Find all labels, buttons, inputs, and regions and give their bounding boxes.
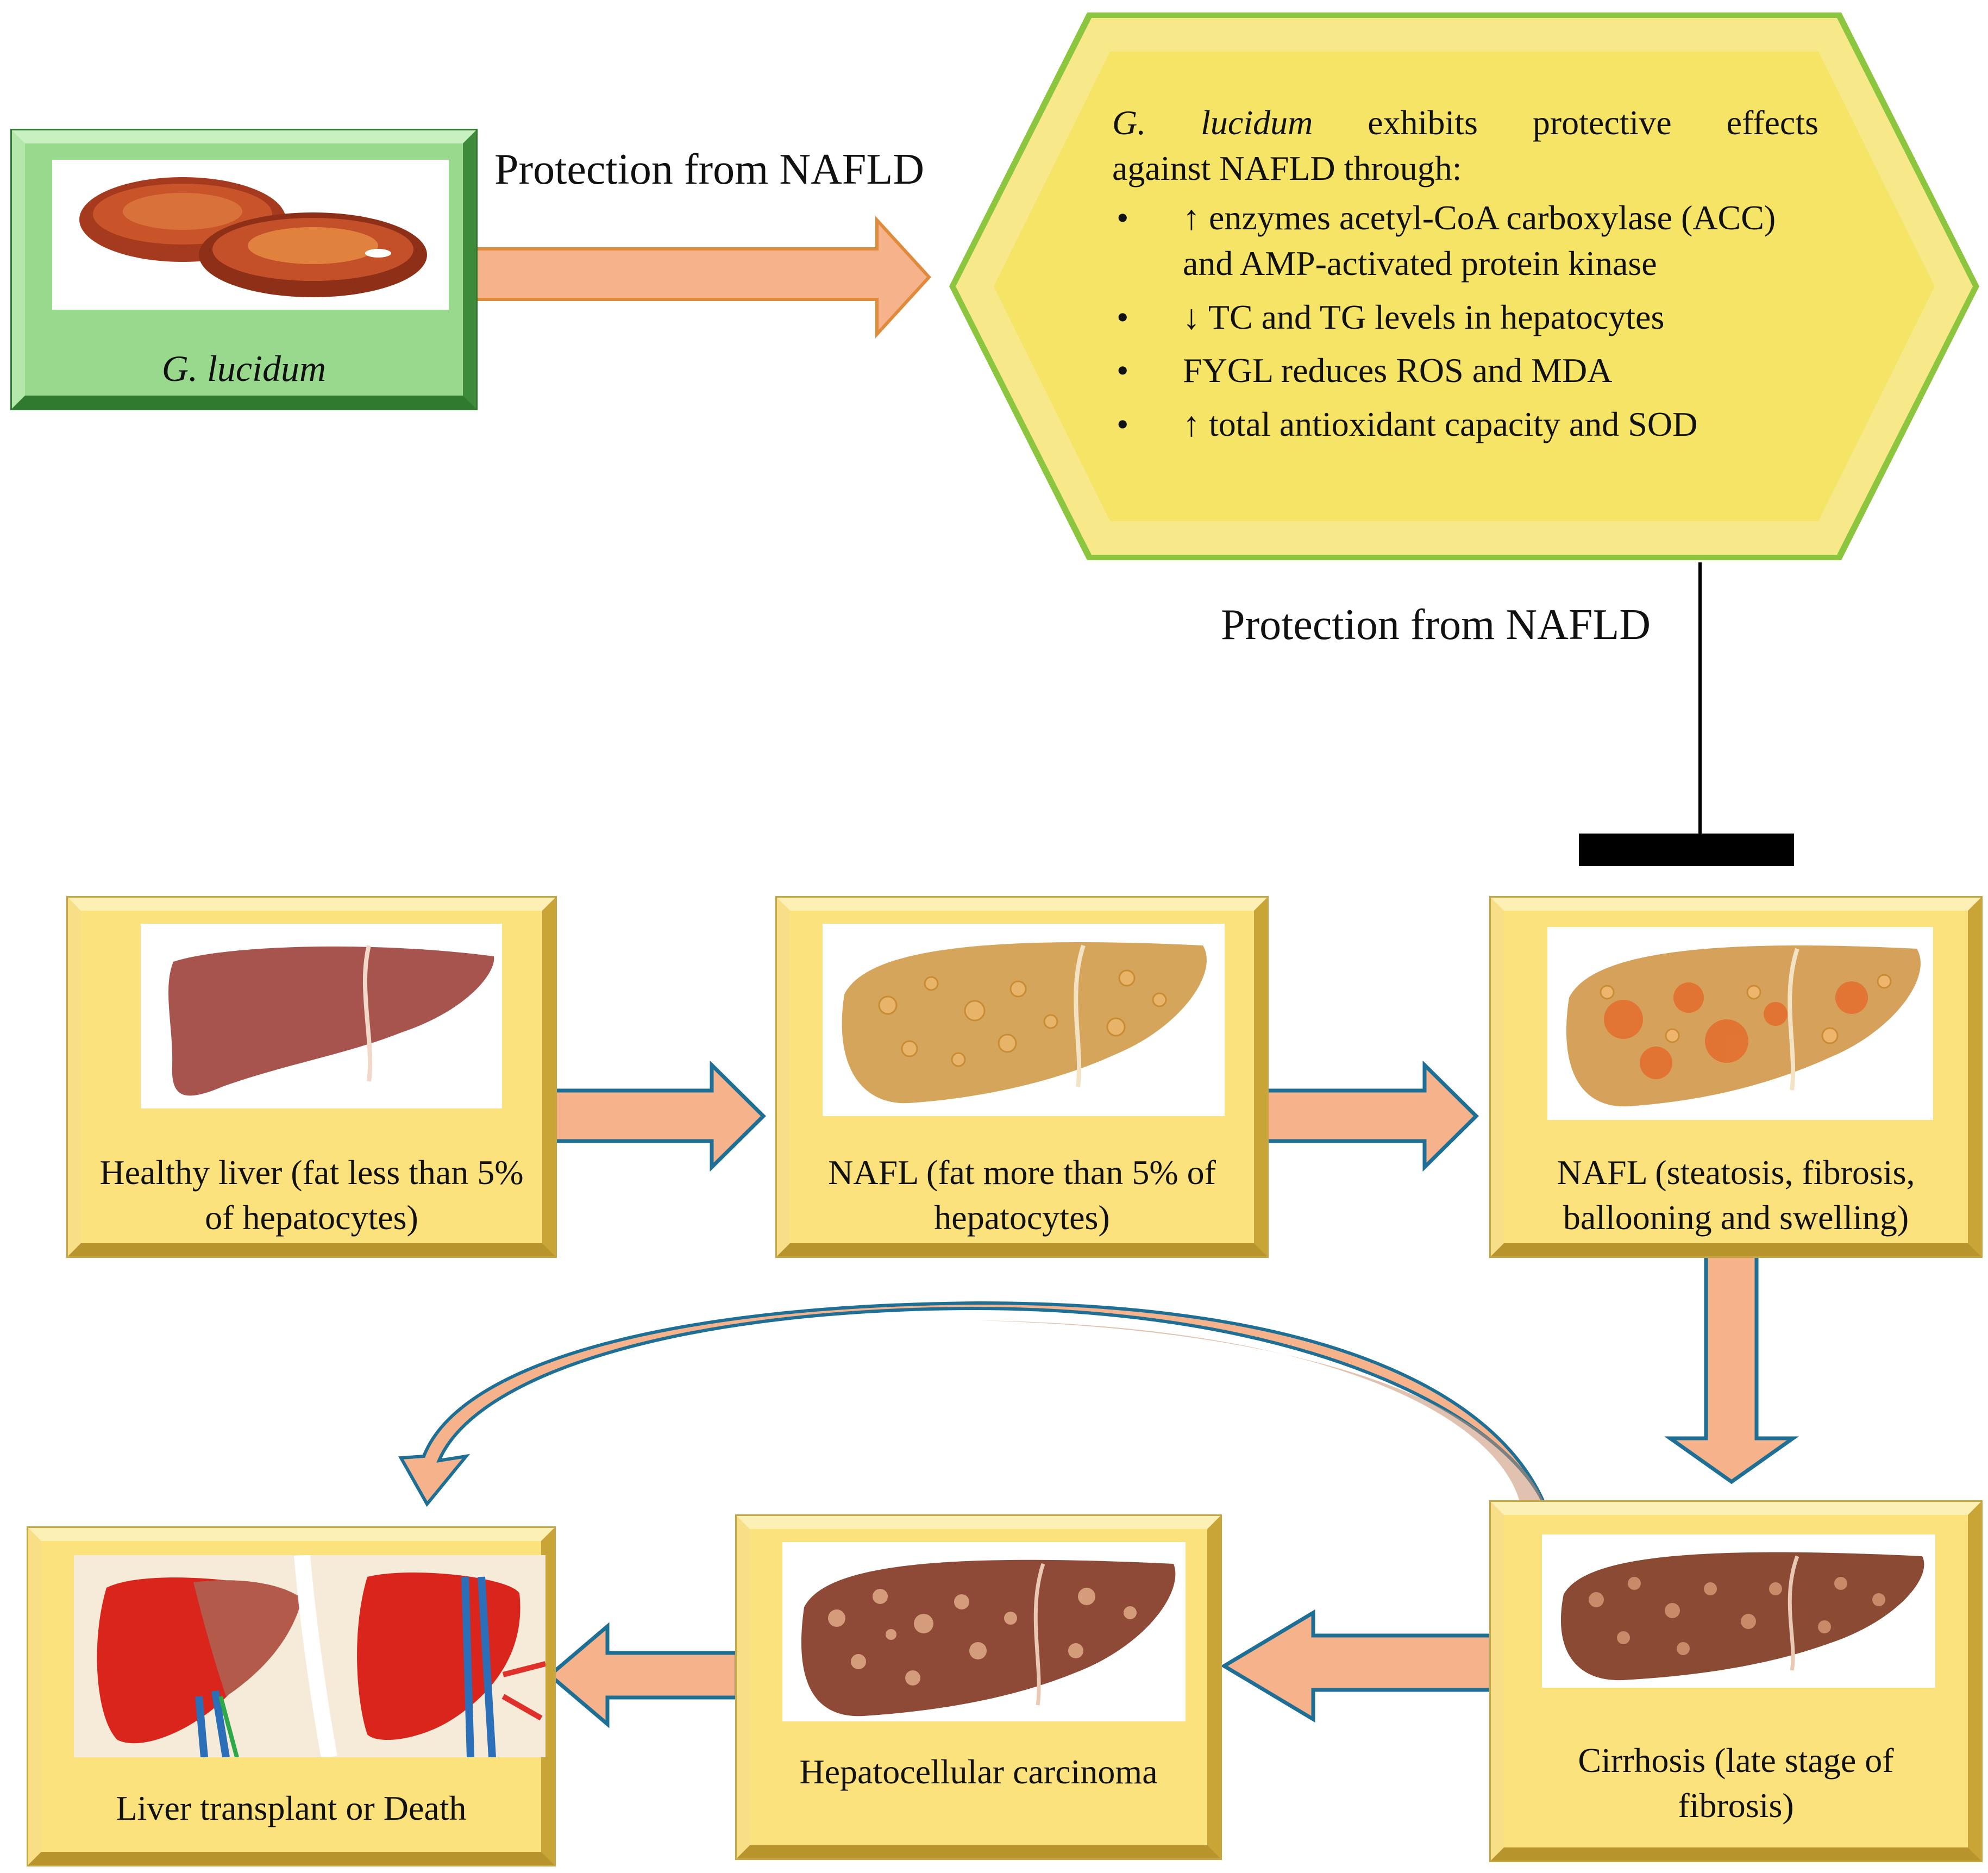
mechanism-item: •↑ enzymes acetyl-CoA carboxylase (ACC) … bbox=[1117, 198, 1776, 283]
mushroom-box: G. lucidum bbox=[12, 130, 476, 409]
mushroom-label: G. lucidum bbox=[161, 348, 327, 389]
reishi-mushroom-icon bbox=[79, 177, 427, 297]
stage-caption: Liver transplant or Death bbox=[116, 1789, 467, 1827]
fatty-liver-icon bbox=[842, 942, 1207, 1104]
mechanism-intro-line1: G. lucidum exhibits protective effects bbox=[1112, 103, 1818, 142]
arrow-stage1-to-stage2 bbox=[552, 1060, 766, 1172]
protection-arrow-label: Protection from NAFLD bbox=[494, 146, 925, 193]
carcinoma-liver-icon bbox=[801, 1559, 1176, 1717]
inhibition-label: Protection from NAFLD bbox=[1221, 601, 1651, 649]
stage-hepatocellular-carcinoma: Hepatocellular carcinoma bbox=[737, 1516, 1220, 1858]
stage-nafl-steatosis: NAFL (steatosis, fibrosis, ballooning an… bbox=[1491, 898, 1981, 1256]
mechanism-item: •↑ total antioxidant capacity and SOD bbox=[1117, 404, 1698, 443]
mechanism-item: •FYGL reduces ROS and MDA bbox=[1117, 351, 1613, 390]
stage-healthy-liver: Healthy liver (fat less than 5% of hepat… bbox=[68, 898, 555, 1256]
mechanism-list: •↑ enzymes acetyl-CoA carboxylase (ACC) … bbox=[1112, 195, 1818, 447]
inhibition-bar bbox=[1579, 834, 1794, 866]
arrow-stage3-to-cirrhosis bbox=[1664, 1253, 1799, 1484]
stage-caption: Hepatocellular carcinoma bbox=[799, 1752, 1158, 1791]
stage-liver-transplant: Liver transplant or Death bbox=[28, 1528, 554, 1865]
arrow-stage2-to-stage3 bbox=[1264, 1060, 1479, 1172]
liver-transplant-icon bbox=[74, 1555, 545, 1757]
healthy-liver-image bbox=[141, 924, 502, 1108]
stage-cirrhosis: Cirrhosis (late stage of fibrosis) bbox=[1491, 1502, 1981, 1861]
mechanism-hexagon: G. lucidum exhibits protective effects a… bbox=[947, 10, 1981, 562]
arrow-cirrhosis-to-transplant-curved bbox=[398, 1301, 1548, 1509]
transplant-image bbox=[74, 1555, 545, 1757]
mechanism-intro-line2: against NAFLD through: bbox=[1112, 149, 1462, 188]
stage-caption: Cirrhosis (late stage of fibrosis) bbox=[1578, 1741, 1894, 1825]
hcc-liver-image bbox=[782, 1542, 1186, 1721]
stage-caption: NAFL (steatosis, fibrosis, ballooning an… bbox=[1557, 1153, 1915, 1237]
stage-caption: NAFL (fat more than 5% of hepatocytes) bbox=[828, 1153, 1216, 1237]
arrow-cirrhosis-to-hcc bbox=[1220, 1609, 1493, 1723]
cirrhotic-liver-icon bbox=[1560, 1552, 1924, 1681]
stage-nafl: NAFL (fat more than 5% of hepatocytes) bbox=[777, 898, 1267, 1256]
mechanism-text: G. lucidum exhibits protective effects a… bbox=[1112, 100, 1818, 455]
mechanism-item: •↓ TC and TG levels in hepatocytes bbox=[1117, 297, 1665, 336]
arrow-hcc-to-transplant bbox=[547, 1622, 739, 1728]
arrow-mushroom-to-hexagon bbox=[473, 216, 932, 339]
nafl-liver-image bbox=[823, 924, 1225, 1116]
mushroom-image bbox=[52, 160, 449, 310]
inflamed-liver-icon bbox=[1566, 945, 1921, 1107]
cirrhosis-liver-image bbox=[1542, 1534, 1935, 1688]
steatosis-liver-image bbox=[1547, 927, 1933, 1120]
liver-icon bbox=[168, 945, 494, 1096]
stage-caption: Healthy liver (fat less than 5% of hepat… bbox=[99, 1153, 524, 1237]
